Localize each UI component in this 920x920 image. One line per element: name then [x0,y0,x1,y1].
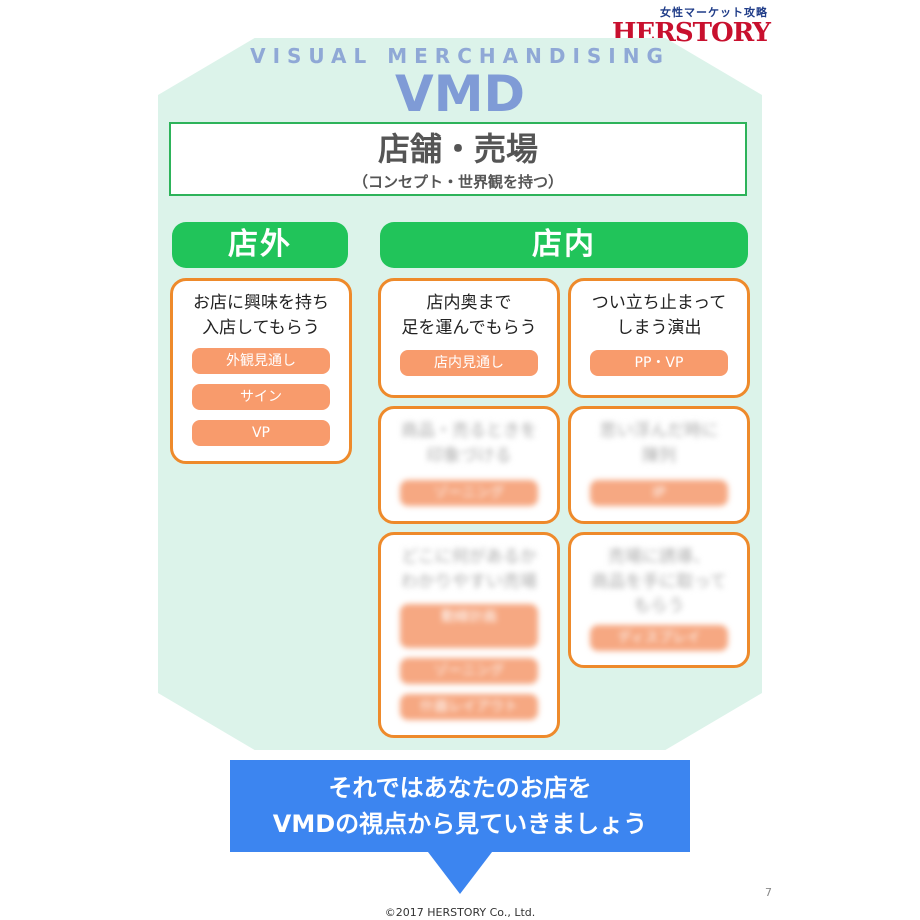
store-subtitle: （コンセプト・世界観を持つ） [352,173,563,192]
tag-blurred: ゾーニング [400,658,538,685]
card-inside-right-1-text: つい立ち止まって しまう演出 [591,293,727,338]
banner-line-2: VMDの視点から見ていきましょう [272,810,648,838]
section-outside-heading: 店外 [172,222,348,268]
down-arrow-icon [428,852,492,894]
store-title: 店舗・売場 [377,130,538,168]
card-inside-left-2: 商品・売るときを 印象づける ゾーニング [378,406,560,524]
vmd-subtitle: VISUAL MERCHANDISING [250,44,670,68]
copyright: ©2017 HERSTORY Co., Ltd. [384,906,536,919]
card-outside-text: お店に興味を持ち 入店してもらう [193,293,329,338]
store-box: 店舗・売場 （コンセプト・世界観を持つ） [169,122,747,196]
card-inside-left-2-text: 商品・売るときを 印象づける [401,421,537,466]
card-inside-right-3: 売場に誘導、 商品を手に取って もらう ディスプレイ [568,532,750,668]
card-inside-right-1: つい立ち止まって しまう演出 PP・VP [568,278,750,398]
tag-pp-vp: PP・VP [590,350,728,377]
tag-blurred: IP [590,480,728,507]
banner-line-1: それではあなたのお店を [328,774,592,802]
section-inside-heading: 店内 [380,222,748,268]
card-inside-left-3: どこに何があるか わかりやすい売場 動線計画 ゾーニング 什器レイアウト [378,532,560,738]
tag-interior-visibility: 店内見通し [400,350,538,377]
tag-exterior-visibility: 外観見通し [192,348,330,375]
tag-sign: サイン [192,384,330,411]
page-number: 7 [765,886,772,899]
card-inside-right-2: 思い浮んだ時に 陳列 IP [568,406,750,524]
card-inside-left-3-text: どこに何があるか わかりやすい売場 [401,547,537,592]
card-outside: お店に興味を持ち 入店してもらう 外観見通し サイン VP [170,278,352,464]
brand-tagline: 女性マーケット攻略 [660,6,768,19]
call-to-action-banner: それではあなたのお店を VMDの視点から見ていきましょう [230,760,690,852]
card-inside-left-1: 店内奥まで 足を運んでもらう 店内見通し [378,278,560,398]
tag-blurred: ゾーニング [400,480,538,507]
card-inside-left-1-text: 店内奥まで 足を運んでもらう [401,293,537,338]
tag-blurred: ディスプレイ [590,624,728,651]
card-inside-right-3-text: 売場に誘導、 商品を手に取って もらう [591,547,727,617]
tag-blurred: 什器レイアウト [400,694,538,721]
tag-blurred: 動線計画 [400,604,538,649]
card-inside-right-2-text: 思い浮んだ時に 陳列 [599,421,719,466]
tag-vp: VP [192,420,330,447]
vmd-title: VMD [395,65,525,123]
